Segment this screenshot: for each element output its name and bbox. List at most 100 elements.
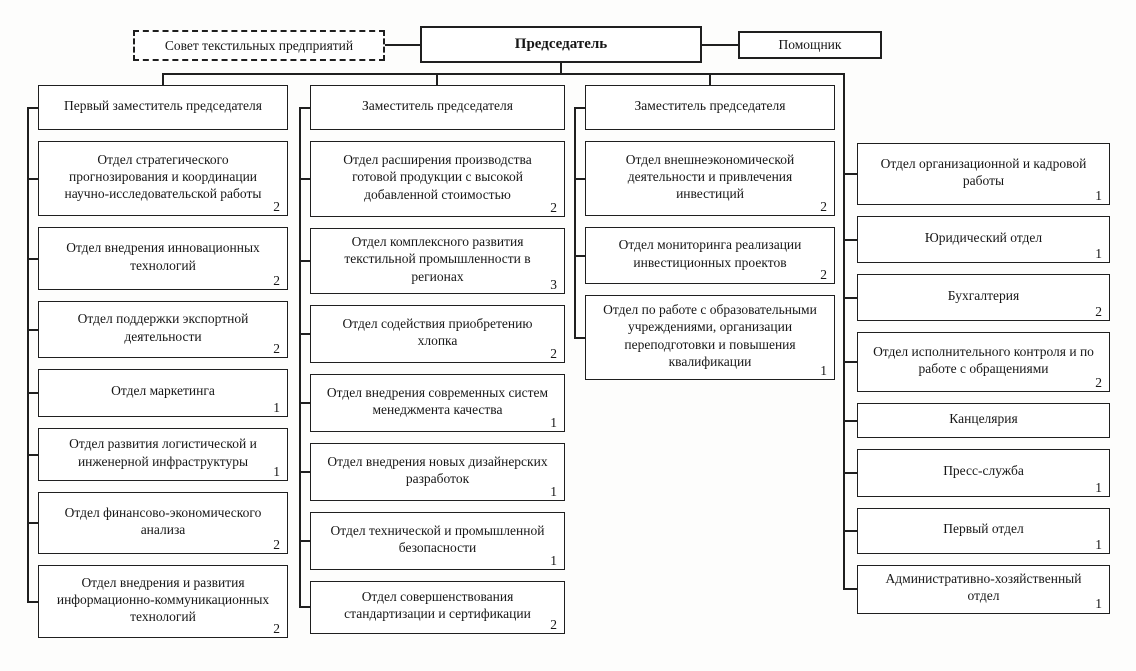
- dept-title: Отдел внедрения современных систем менед…: [326, 384, 549, 417]
- dept-count: 2: [273, 340, 280, 356]
- dept-title: Отдел совершенствования стандартизации и…: [344, 589, 531, 622]
- dept-title: Отдел содействия приобретению хлопка: [342, 315, 533, 348]
- dept-box: Отдел стратегического прогнозирования и …: [27, 141, 288, 216]
- column-deputy-3: Заместитель председателя Отдел внешнеэко…: [574, 85, 835, 380]
- chairman-drop-line: [560, 63, 562, 74]
- dept-count: 2: [273, 272, 280, 288]
- dept-count: 2: [273, 198, 280, 214]
- dept-count: 2: [820, 198, 827, 214]
- dept-count: 1: [1095, 596, 1102, 612]
- dept-count: 1: [1095, 536, 1102, 552]
- spine-line: [27, 107, 29, 602]
- dept-box: Отдел поддержки экспортной деятельности …: [27, 301, 288, 358]
- assistant-box: Помощник: [738, 31, 882, 59]
- spine-line: [299, 107, 301, 608]
- dept-title: Отдел мониторинга реализации инвестицион…: [618, 237, 802, 270]
- dept-title: Бухгалтерия: [947, 287, 1020, 303]
- dept-box: Отдел организационной и кадровой работы …: [843, 143, 1110, 205]
- dept-box: Отдел внешнеэкономической деятельности и…: [574, 141, 835, 216]
- dept-count: 2: [1095, 303, 1102, 319]
- dept-count: 1: [550, 483, 557, 499]
- dept-box: Отдел по работе с образовательными учреж…: [574, 295, 835, 380]
- dept-box: Отдел исполнительного контроля и по рабо…: [843, 332, 1110, 392]
- dept-title: Отдел внедрения новых дизайнерских разра…: [327, 453, 548, 486]
- column-header: Первый заместитель председателя: [27, 85, 288, 130]
- dept-count: 1: [550, 414, 557, 430]
- dept-title: Отдел комплексного развития текстильной …: [344, 234, 531, 284]
- dept-box: Отдел развития логистической и инженерно…: [27, 428, 288, 481]
- dept-box: Отдел совершенствования стандартизации и…: [299, 580, 565, 634]
- dept-count: 1: [1095, 245, 1102, 261]
- drop-line-col1: [162, 73, 164, 86]
- dept-box: Отдел внедрения новых дизайнерских разра…: [299, 442, 565, 501]
- drop-line-col2: [436, 73, 438, 86]
- dept-count: 2: [273, 620, 280, 636]
- dept-box: Отдел внедрения современных систем менед…: [299, 373, 565, 432]
- dept-title: Административно-хозяйственный отдел: [885, 571, 1082, 604]
- dept-box: Отдел внедрения и развития информационно…: [27, 565, 288, 638]
- column-header: Заместитель председателя: [574, 85, 835, 130]
- dept-box: Отдел мониторинга реализации инвестицион…: [574, 227, 835, 284]
- spine-line: [574, 107, 576, 338]
- trunk-line: [162, 73, 845, 75]
- council-box: Совет текстильных предприятий: [133, 30, 385, 61]
- council-label: Совет текстильных предприятий: [164, 37, 354, 53]
- council-chairman-connector: [385, 44, 420, 46]
- dept-title: Канцелярия: [949, 410, 1018, 426]
- assistant-label: Помощник: [778, 37, 842, 52]
- dept-title: Отдел стратегического прогнозирования и …: [64, 151, 262, 202]
- chairman-assistant-connector: [702, 44, 738, 46]
- dept-title: Отдел внедрения и развития информационно…: [56, 574, 270, 625]
- dept-title: Отдел финансово-экономического анализа: [64, 504, 262, 537]
- column-header-label: Заместитель председателя: [634, 97, 786, 113]
- dept-box: Отдел комплексного развития текстильной …: [299, 228, 565, 294]
- dept-box: Отдел расширения производства готовой пр…: [299, 141, 565, 217]
- column-header-label: Первый заместитель председателя: [64, 97, 262, 113]
- dept-count: 1: [550, 552, 557, 568]
- dept-title: Первый отдел: [943, 521, 1024, 537]
- dept-box: Бухгалтерия 2: [843, 274, 1110, 321]
- dept-box: Отдел внедрения инновационных технологий…: [27, 227, 288, 290]
- dept-count: 2: [273, 536, 280, 552]
- dept-count: 2: [550, 345, 557, 361]
- dept-title: Отдел исполнительного контроля и по рабо…: [873, 343, 1094, 376]
- dept-title: Отдел внедрения инновационных технологий: [66, 240, 260, 273]
- chairman-box: Председатель: [420, 26, 702, 63]
- dept-count: 1: [820, 362, 827, 378]
- dept-count: 3: [550, 276, 557, 292]
- dept-count: 1: [273, 463, 280, 479]
- drop-line-col3: [709, 73, 711, 86]
- dept-title: Отдел маркетинга: [111, 383, 215, 399]
- dept-title: Отдел внешнеэкономической деятельности и…: [625, 151, 795, 202]
- dept-box: Канцелярия: [843, 403, 1110, 438]
- dept-box: Административно-хозяйственный отдел 1: [843, 565, 1110, 614]
- dept-count: 1: [273, 399, 280, 415]
- dept-count: 2: [550, 616, 557, 632]
- column-header: Заместитель председателя: [299, 85, 565, 130]
- dept-box: Отдел технической и промышленной безопас…: [299, 511, 565, 570]
- chairman-label: Председатель: [514, 36, 608, 52]
- column-deputy-2: Заместитель председателя Отдел расширени…: [299, 85, 565, 634]
- column-staff: Отдел организационной и кадровой работы …: [843, 73, 1110, 614]
- dept-count: 1: [1095, 479, 1102, 495]
- dept-title: Отдел развития логистической и инженерно…: [69, 436, 257, 469]
- dept-title: Отдел расширения производства готовой пр…: [343, 152, 532, 202]
- dept-count: 2: [1095, 374, 1102, 390]
- dept-box: Пресс-служба 1: [843, 449, 1110, 497]
- dept-count: 2: [550, 199, 557, 215]
- dept-box: Юридический отдел 1: [843, 216, 1110, 263]
- dept-title: Пресс-служба: [943, 463, 1024, 479]
- dept-box: Отдел финансово-экономического анализа 2: [27, 492, 288, 554]
- dept-title: Юридический отдел: [924, 229, 1043, 245]
- dept-box: Отдел содействия приобретению хлопка 2: [299, 304, 565, 363]
- dept-box: Отдел маркетинга 1: [27, 369, 288, 417]
- dept-title: Отдел технической и промышленной безопас…: [330, 522, 545, 555]
- dept-title: Отдел по работе с образовательными учреж…: [603, 301, 817, 369]
- column-first-deputy: Первый заместитель председателя Отдел ст…: [27, 85, 288, 638]
- dept-title: Отдел организационной и кадровой работы: [880, 155, 1087, 188]
- dept-box: Первый отдел 1: [843, 508, 1110, 554]
- dept-count: 1: [1095, 187, 1102, 203]
- dept-count: 2: [820, 266, 827, 282]
- spine-line: [843, 73, 845, 590]
